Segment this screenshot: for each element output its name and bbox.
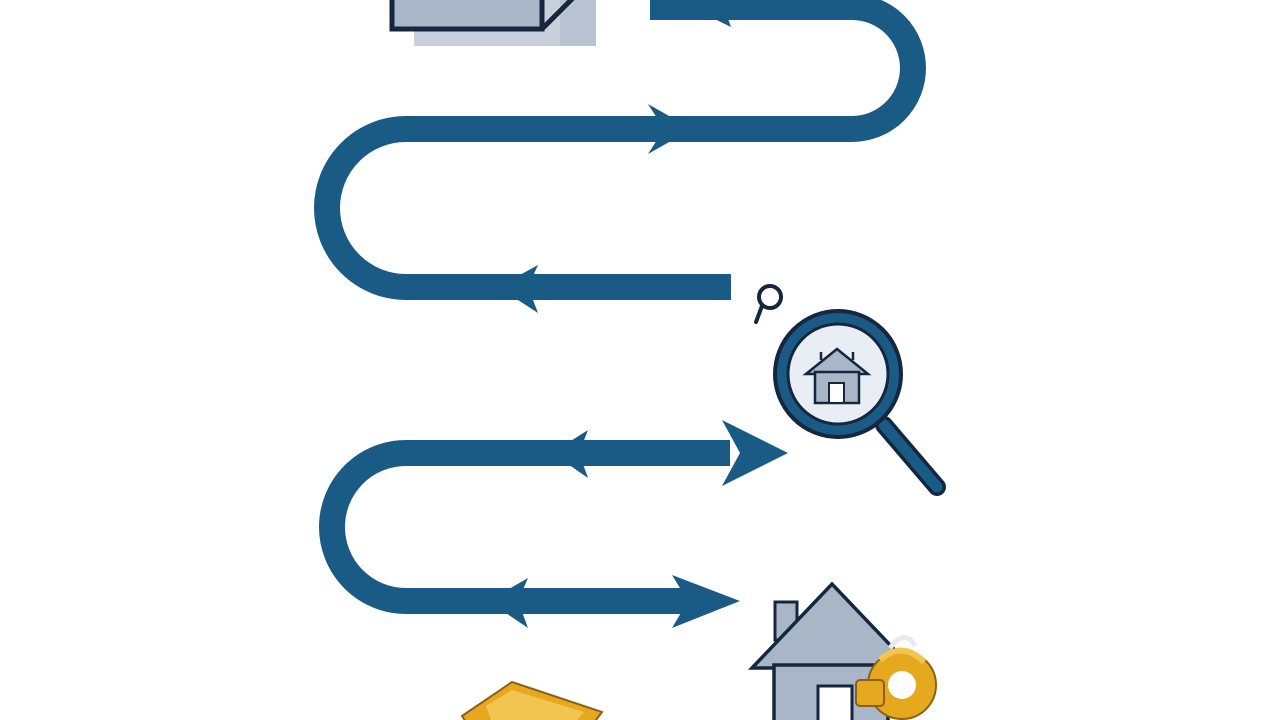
- magnifying-glass-house-icon: [773, 309, 946, 496]
- arrowhead-left-top: [690, 0, 731, 27]
- upper-path: [314, 0, 926, 313]
- key-icon: [855, 635, 937, 720]
- box-icon: [389, 0, 596, 46]
- arrowhead-right-middle: [648, 104, 692, 154]
- document-icon: [460, 680, 604, 720]
- arrowhead-right-lower: [672, 575, 740, 628]
- arrowhead-left-upper: [552, 430, 588, 478]
- arrowhead-left-lower: [498, 265, 538, 313]
- arrowhead-right-upper: [722, 420, 788, 486]
- lower-path: [319, 420, 788, 628]
- house-with-key-icon: [747, 581, 937, 720]
- arrowhead-left-lower-2: [488, 578, 528, 628]
- lens-house-icon: [802, 347, 872, 405]
- small-magnifier-icon: [754, 284, 783, 324]
